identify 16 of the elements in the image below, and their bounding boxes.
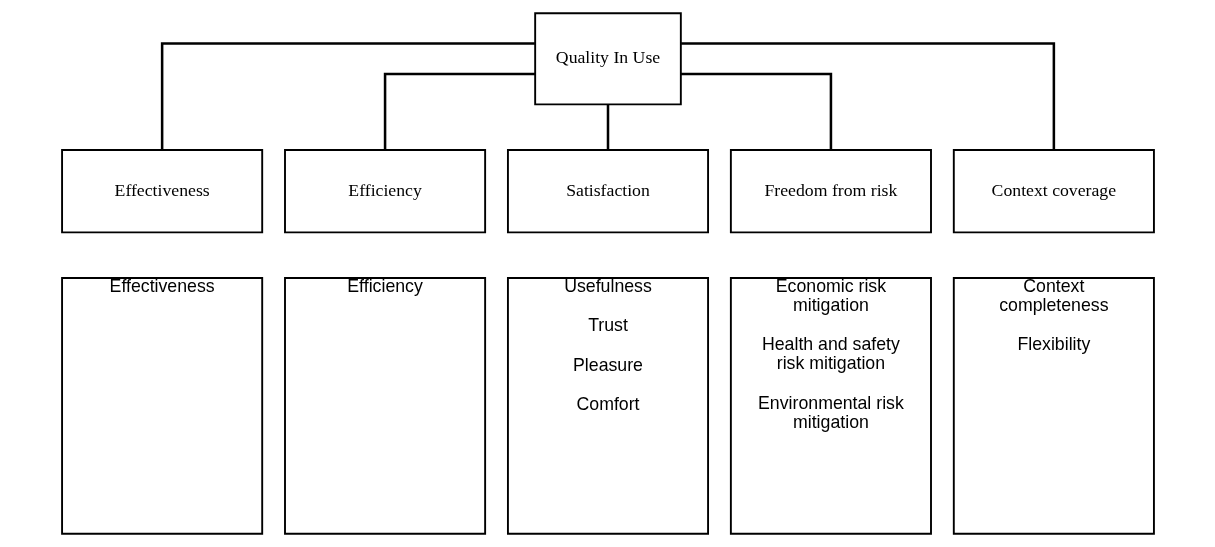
- connector: [606, 104, 609, 150]
- connector: [680, 42, 1055, 150]
- node-box: Quality In Use: [533, 12, 682, 106]
- connector: [383, 72, 535, 150]
- connector: [160, 42, 535, 150]
- node-box: Effectiveness: [60, 149, 263, 234]
- node-box: Satisfaction: [506, 149, 709, 234]
- node-box: Effectiveness: [60, 277, 263, 535]
- node-box: Efficiency: [283, 149, 486, 234]
- connector: [680, 72, 832, 150]
- node-box: Usefulness Trust Pleasure Comfort: [506, 277, 709, 535]
- node-box: Context coverage: [952, 149, 1155, 234]
- node-box: Efficiency: [283, 277, 486, 535]
- node-box: Context completeness Flexibility: [952, 277, 1155, 535]
- node-box: Freedom from risk: [729, 149, 932, 234]
- node-box: Economic risk mitigation Health and safety risk mitigation Environmental risk mitigation: [729, 277, 932, 535]
